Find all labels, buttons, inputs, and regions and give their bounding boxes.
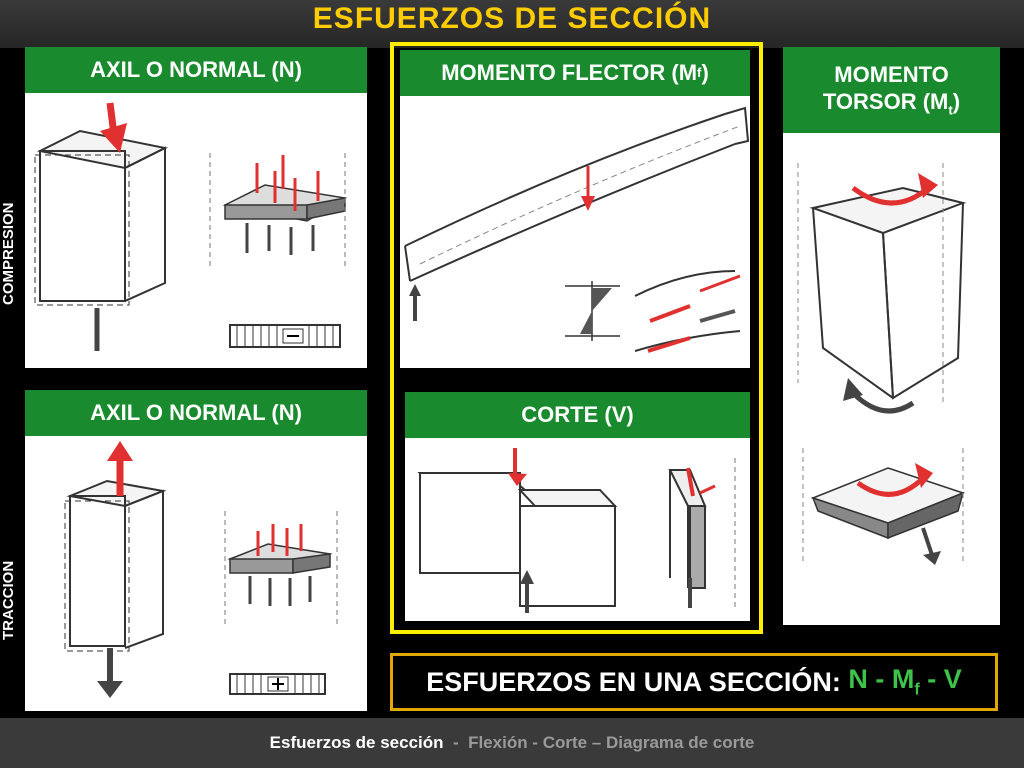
side-label-compression: COMPRESION — [0, 202, 17, 305]
bending-moment-panel — [400, 96, 750, 368]
arrow-down-icon — [100, 102, 127, 153]
torsion-panel — [783, 133, 1000, 625]
axial-traction-panel — [25, 436, 367, 711]
arrow-up-icon — [107, 441, 133, 496]
shear-panel — [405, 438, 750, 621]
footer-nav: Esfuerzos de sección - Flexión - Corte –… — [269, 733, 755, 752]
torsion-label: MOMENTO TORSOR (Mt) — [783, 47, 1000, 133]
page-title: ESFUERZOS DE SECCIÓN — [312, 2, 712, 35]
summary-box: ESFUERZOS EN UNA SECCIÓN: N - Mf - V — [390, 653, 998, 711]
rotation-arrow-icon — [843, 378, 915, 414]
axial-compression-label: AXIL O NORMAL (N) — [25, 47, 367, 93]
rotation-arrow-icon — [851, 173, 938, 206]
axial-traction-label: AXIL O NORMAL (N) — [25, 390, 367, 436]
footer-bar — [0, 718, 1024, 768]
arrow-down-icon — [508, 448, 527, 486]
axial-traction-drawing — [64, 441, 338, 698]
shear-drawing — [417, 448, 736, 613]
arrow-down-icon — [581, 166, 595, 211]
rotation-arrow-icon — [856, 463, 933, 497]
highlight-frame — [390, 42, 763, 634]
axial-compression-drawing — [34, 102, 348, 351]
footer-current-topic: Esfuerzos de sección — [269, 733, 444, 752]
footer-next-topics: Flexión - Corte – Diagrama de corte — [468, 733, 755, 752]
torsion-drawing — [797, 163, 967, 565]
side-label-traction: TRACCION — [0, 560, 17, 640]
axial-compression-panel — [25, 93, 367, 368]
title-bar — [0, 0, 1024, 48]
shear-label: CORTE (V) — [405, 392, 750, 438]
bending-moment-drawing — [404, 106, 750, 353]
